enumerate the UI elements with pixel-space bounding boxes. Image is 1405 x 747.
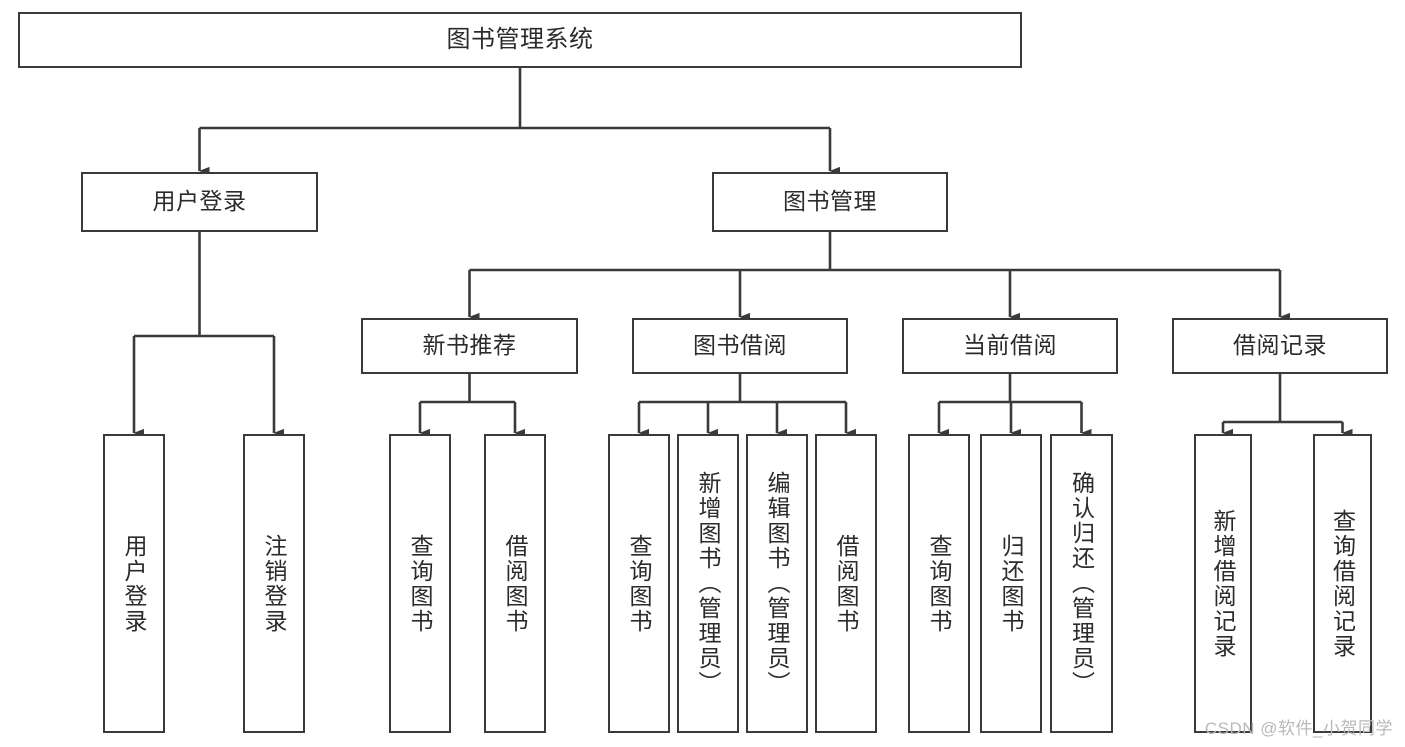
node-leaf-user-login[interactable]: 用户登录 xyxy=(103,434,165,733)
node-leaf-logout[interactable]: 注销登录 xyxy=(243,434,305,733)
node-leaf-borrow-book-1-label: 借阅图书 xyxy=(502,533,529,634)
node-leaf-borrow-book-1[interactable]: 借阅图书 xyxy=(484,434,546,733)
node-leaf-query-book-2-label: 查询图书 xyxy=(626,533,653,634)
node-leaf-user-login-label: 用户登录 xyxy=(121,533,148,634)
node-new-book-recommend[interactable]: 新书推荐 xyxy=(361,318,578,374)
node-borrow-record[interactable]: 借阅记录 xyxy=(1172,318,1388,374)
node-leaf-add-book[interactable]: 新增图书（管理员） xyxy=(677,434,739,733)
node-leaf-query-record-label: 查询借阅记录 xyxy=(1329,508,1356,659)
node-leaf-query-book-3[interactable]: 查询图书 xyxy=(908,434,970,733)
node-current-borrow-label: 当前借阅 xyxy=(963,332,1057,359)
node-leaf-query-book-1[interactable]: 查询图书 xyxy=(389,434,451,733)
node-new-book-recommend-label: 新书推荐 xyxy=(422,332,517,359)
node-leaf-query-book-3-label: 查询图书 xyxy=(926,533,953,634)
node-borrow-record-label: 借阅记录 xyxy=(1233,332,1327,359)
node-leaf-logout-label: 注销登录 xyxy=(261,533,288,634)
node-leaf-confirm-return-label: 确认归还（管理员） xyxy=(1068,471,1095,696)
node-leaf-edit-book[interactable]: 编辑图书（管理员） xyxy=(746,434,808,733)
node-leaf-add-record[interactable]: 新增借阅记录 xyxy=(1194,434,1252,733)
node-leaf-add-book-label: 新增图书（管理员） xyxy=(695,471,722,696)
node-current-borrow[interactable]: 当前借阅 xyxy=(902,318,1118,374)
node-leaf-add-record-label: 新增借阅记录 xyxy=(1210,508,1237,659)
node-leaf-query-book-2[interactable]: 查询图书 xyxy=(608,434,670,733)
node-user-login[interactable]: 用户登录 xyxy=(81,172,318,232)
node-book-borrow[interactable]: 图书借阅 xyxy=(632,318,848,374)
node-leaf-query-record[interactable]: 查询借阅记录 xyxy=(1313,434,1372,733)
node-leaf-return-book-label: 归还图书 xyxy=(998,533,1025,634)
node-book-manage-label: 图书管理 xyxy=(783,188,877,215)
node-root[interactable]: 图书管理系统 xyxy=(18,12,1022,68)
node-user-login-label: 用户登录 xyxy=(152,188,247,215)
node-leaf-edit-book-label: 编辑图书（管理员） xyxy=(764,471,791,696)
node-leaf-confirm-return[interactable]: 确认归还（管理员） xyxy=(1050,434,1113,733)
node-leaf-borrow-book-2-label: 借阅图书 xyxy=(833,533,860,634)
node-book-borrow-label: 图书借阅 xyxy=(693,332,787,359)
node-leaf-query-book-1-label: 查询图书 xyxy=(407,533,434,634)
node-leaf-borrow-book-2[interactable]: 借阅图书 xyxy=(815,434,877,733)
node-leaf-return-book[interactable]: 归还图书 xyxy=(980,434,1042,733)
node-book-manage[interactable]: 图书管理 xyxy=(712,172,948,232)
node-root-label: 图书管理系统 xyxy=(446,25,594,53)
